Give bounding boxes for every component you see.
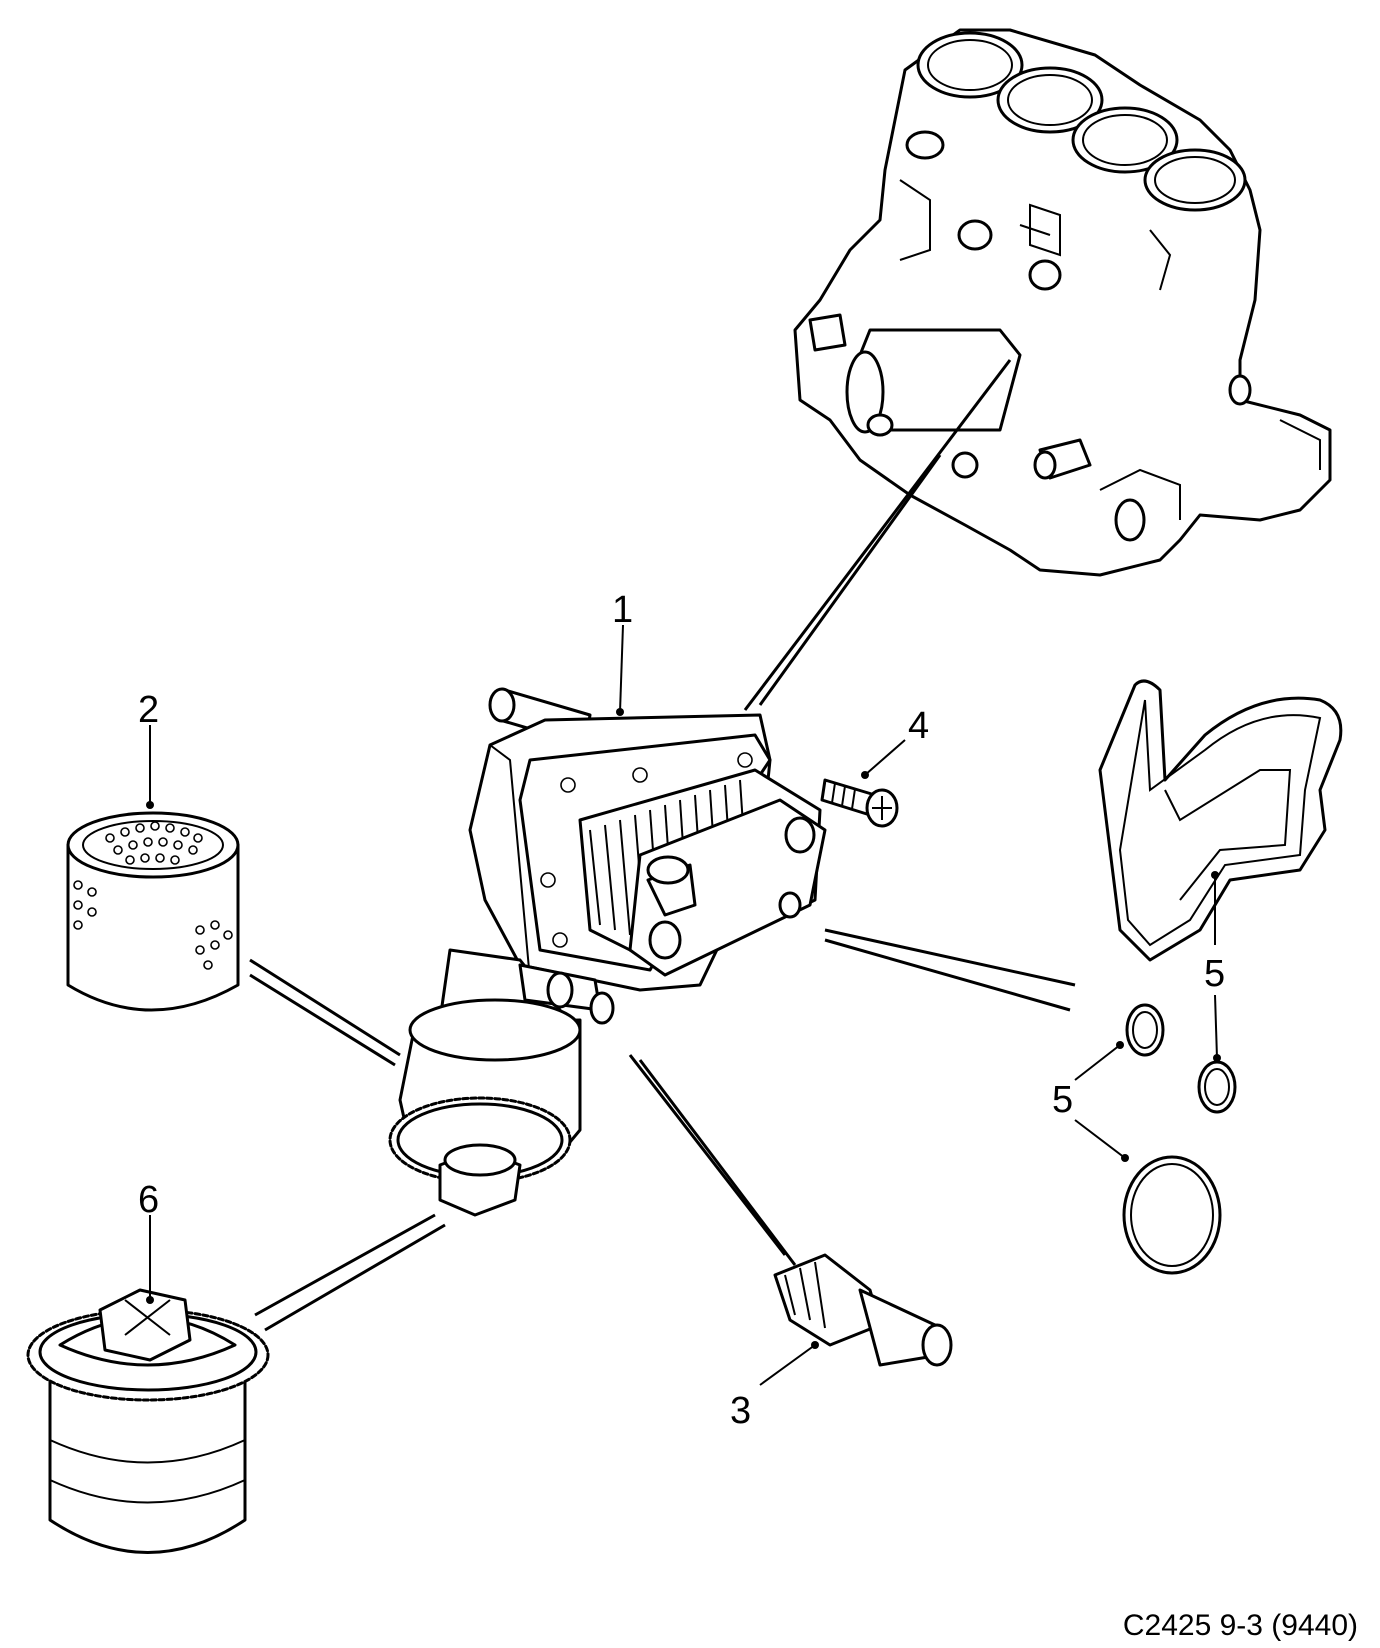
oil-cooler-housing (388, 687, 827, 1217)
callout-leaders (146, 624, 1221, 1386)
filter-element (66, 811, 240, 1012)
oil-filter-cap (26, 1288, 270, 1554)
gasket-set (1098, 679, 1343, 1275)
callout-2: 2 (138, 689, 159, 731)
callout-6: 6 (138, 1179, 159, 1221)
callout-5-gasket: 5 (1204, 953, 1225, 995)
filter-perforations (73, 821, 233, 970)
assembly-leader-lines (249, 359, 1076, 1332)
diagram-reference-code: C2425 9-3 (9440) (1123, 1609, 1358, 1642)
oil-pressure-sensor (773, 1253, 953, 1367)
mounting-screw (820, 778, 899, 828)
callout-5-o-rings: 5 (1052, 1079, 1073, 1121)
callout-3: 3 (730, 1390, 751, 1432)
callout-1: 1 (612, 589, 633, 631)
engine-block (793, 28, 1332, 577)
callout-4: 4 (908, 705, 929, 747)
o-ring-large (1122, 1155, 1222, 1275)
